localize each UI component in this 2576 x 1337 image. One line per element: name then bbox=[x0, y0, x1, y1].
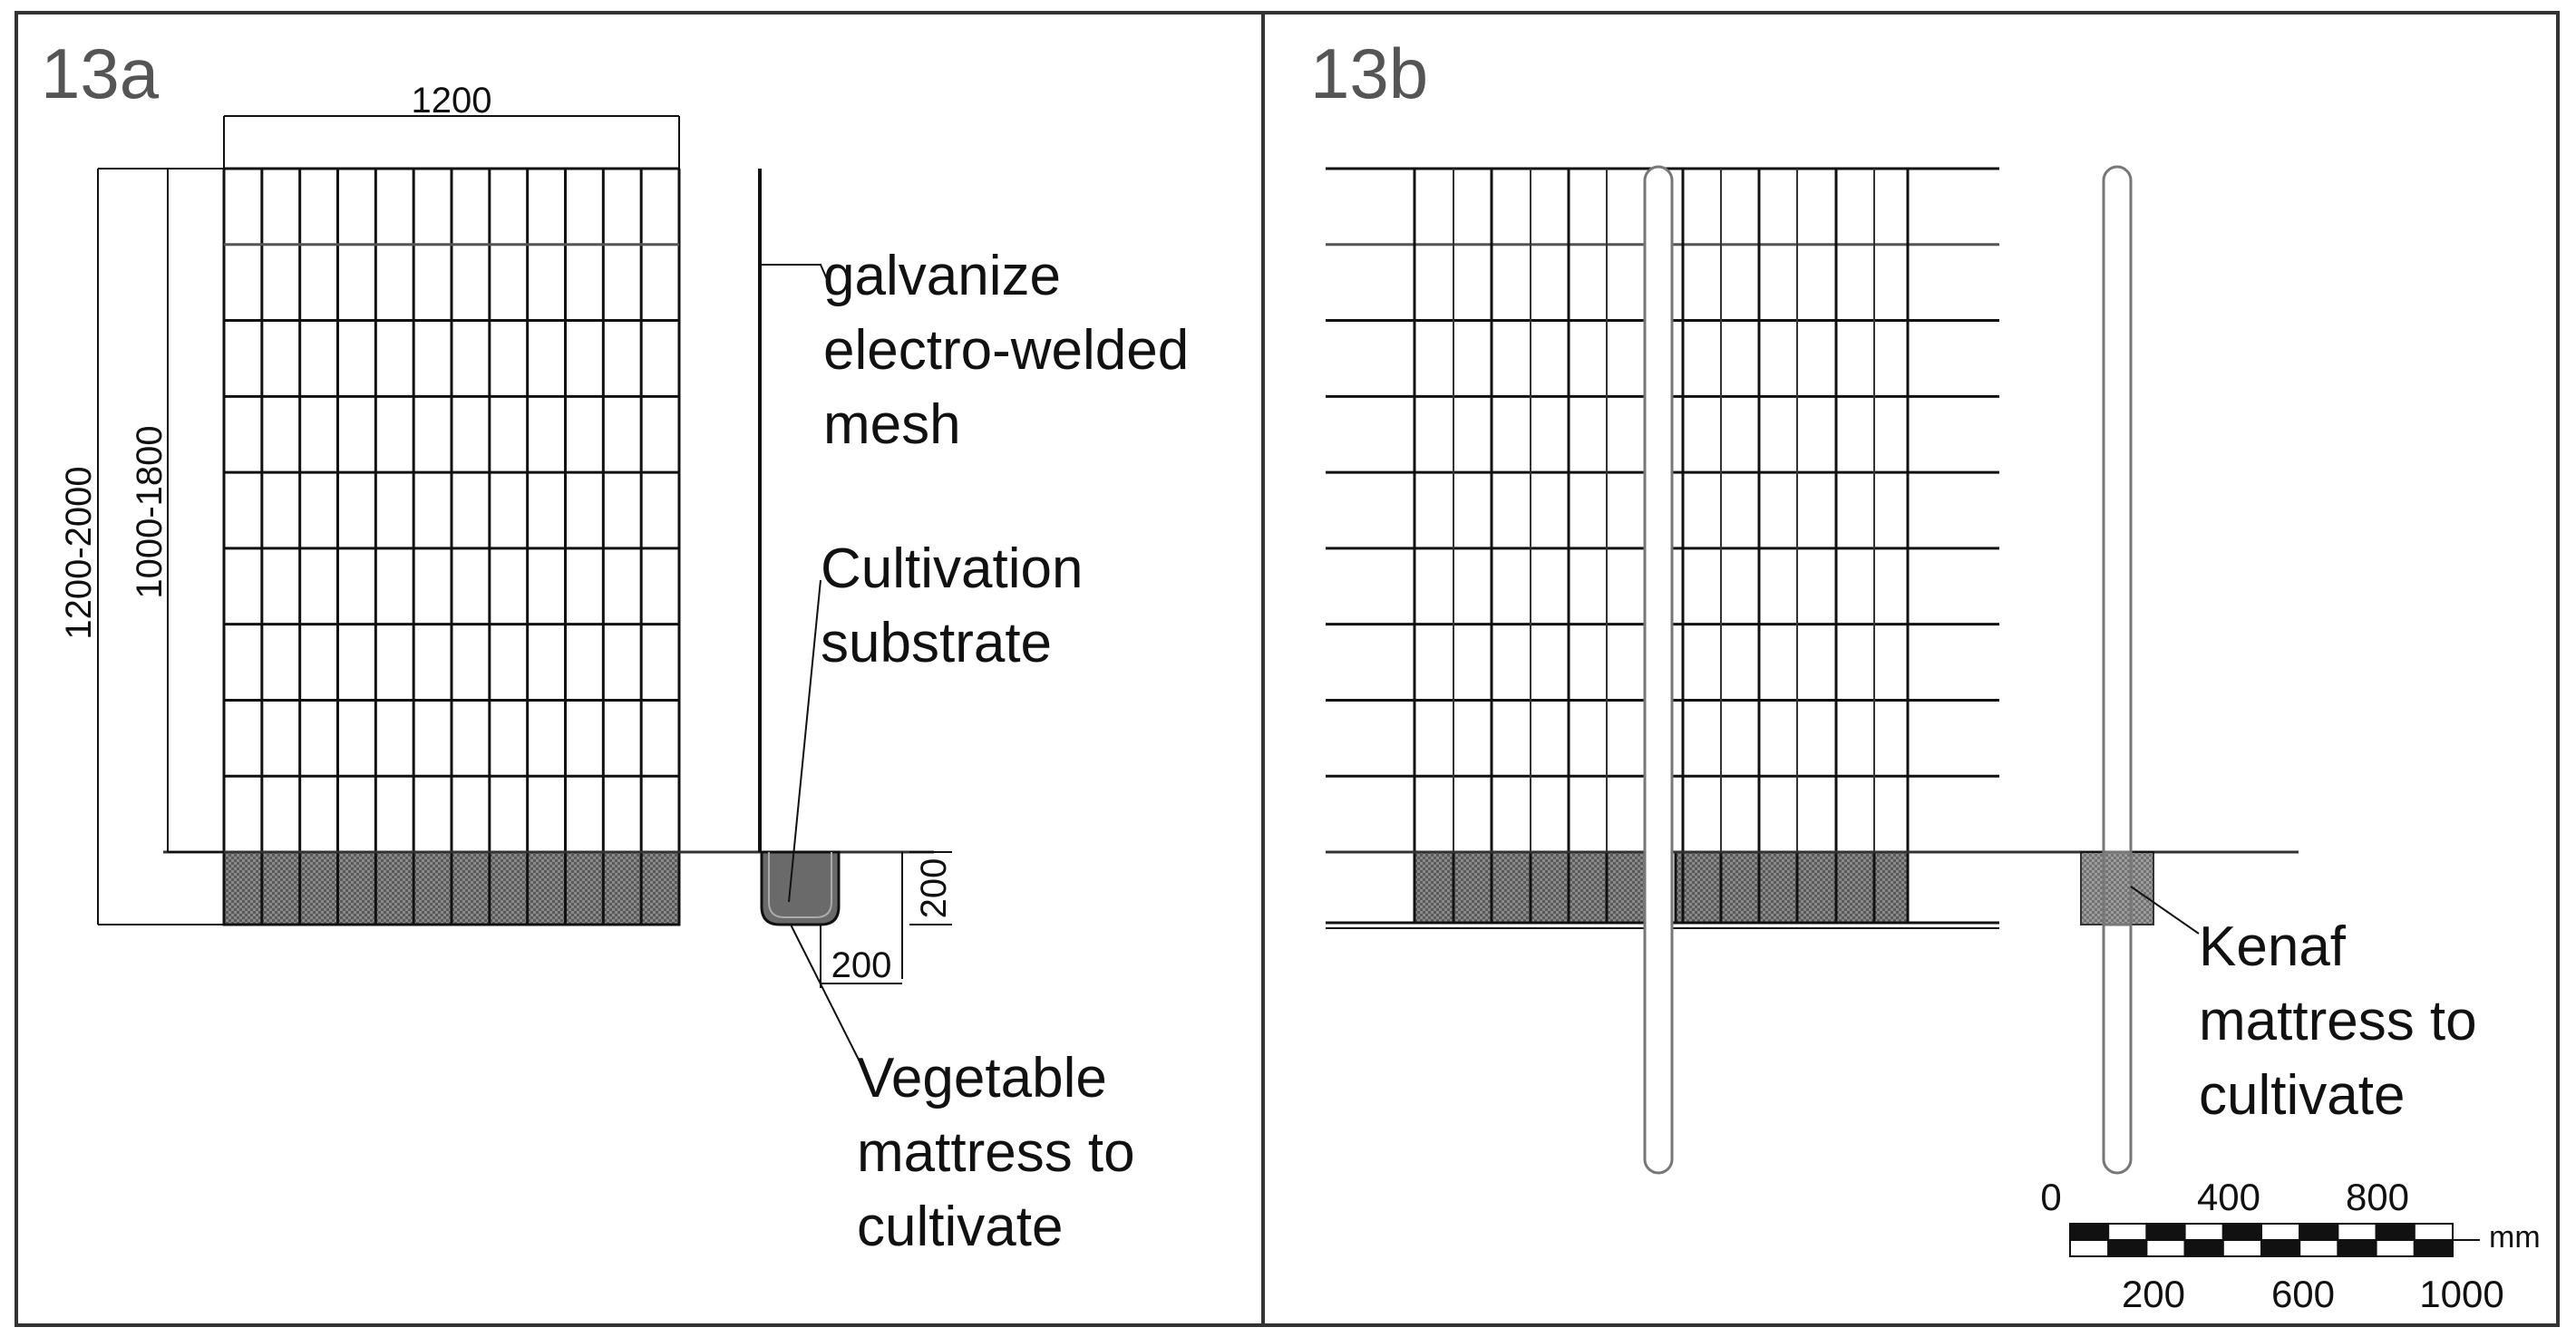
scale-segment bbox=[2413, 1239, 2454, 1257]
scale-tick-0: 0 bbox=[2040, 1176, 2061, 1218]
dim-height-inner bbox=[167, 169, 224, 853]
scale-segment bbox=[2299, 1223, 2339, 1241]
kenaf-block bbox=[2080, 851, 2154, 925]
scale-segment bbox=[2221, 1223, 2263, 1241]
scale-segment bbox=[2069, 1223, 2110, 1241]
panel-13b: 13b Kenaf mattress to cultivate 0 4 bbox=[1310, 34, 2541, 1315]
scale-unit: mm bbox=[2489, 1220, 2541, 1255]
scale-segment bbox=[2337, 1239, 2377, 1257]
dim-height-inner-label: 1000-1800 bbox=[130, 425, 170, 598]
mattress-band-b-left bbox=[1413, 850, 1657, 925]
dim-pocket-height-label: 200 bbox=[914, 858, 954, 919]
panel-tag-b: 13b bbox=[1310, 34, 1428, 113]
scale-segment bbox=[2221, 1239, 2263, 1257]
scale-segment bbox=[2260, 1223, 2301, 1241]
scale-segment bbox=[2183, 1223, 2224, 1241]
scale-segment bbox=[2145, 1239, 2186, 1257]
dim-pocket-width-label: 200 bbox=[831, 945, 892, 985]
scale-tick-200: 200 bbox=[2122, 1273, 2185, 1315]
scale-segment bbox=[2183, 1239, 2224, 1257]
leader-mattress bbox=[790, 924, 862, 1066]
stake-section bbox=[2102, 165, 2133, 1175]
scale-segment bbox=[2375, 1239, 2416, 1257]
scale-segment bbox=[2299, 1239, 2339, 1257]
scale-segment bbox=[2260, 1239, 2301, 1257]
scale-segment bbox=[2413, 1223, 2454, 1241]
leader-substrate bbox=[788, 579, 821, 903]
dim-pocket bbox=[820, 851, 952, 988]
scale-tick-800: 800 bbox=[2346, 1176, 2409, 1218]
dim-width-label: 1200 bbox=[412, 81, 492, 121]
scale-tick-400: 400 bbox=[2197, 1176, 2260, 1218]
dim-width bbox=[223, 115, 680, 169]
mesh-panel-a bbox=[222, 167, 681, 854]
scale-segment bbox=[2145, 1223, 2186, 1241]
scale-tick-1000: 1000 bbox=[2419, 1273, 2503, 1315]
label-mesh: galvanize electro-welded mesh bbox=[823, 245, 1204, 456]
mesh-wires-vertical bbox=[1413, 169, 1910, 923]
scale-segment bbox=[2107, 1223, 2148, 1241]
scale-tick-600: 600 bbox=[2271, 1273, 2335, 1315]
scale-segment bbox=[2069, 1239, 2110, 1257]
leader-mesh bbox=[760, 264, 828, 280]
leader-kenaf bbox=[2130, 886, 2200, 935]
dim-height-outer-label: 1200-2000 bbox=[59, 466, 99, 639]
label-substrate: Cultivation substrate bbox=[821, 538, 1099, 674]
stake-elevation bbox=[1643, 165, 1674, 1175]
scale-segment bbox=[2337, 1223, 2377, 1241]
scale-bar: 0 400 800 200 600 1000 mm bbox=[2040, 1176, 2540, 1315]
panel-tag-a: 13a bbox=[41, 34, 160, 113]
label-mattress: Vegetable mattress to cultivate bbox=[857, 1047, 1151, 1258]
scale-segment bbox=[2375, 1223, 2416, 1241]
label-kenaf: Kenaf mattress to cultivate bbox=[2199, 916, 2493, 1127]
panel-13a: 13a 1200 1200-2000 1000-1800 bbox=[41, 34, 1204, 1258]
scale-segment bbox=[2107, 1239, 2148, 1257]
dim-height-outer bbox=[97, 168, 224, 925]
figure-frame bbox=[15, 11, 2560, 1327]
